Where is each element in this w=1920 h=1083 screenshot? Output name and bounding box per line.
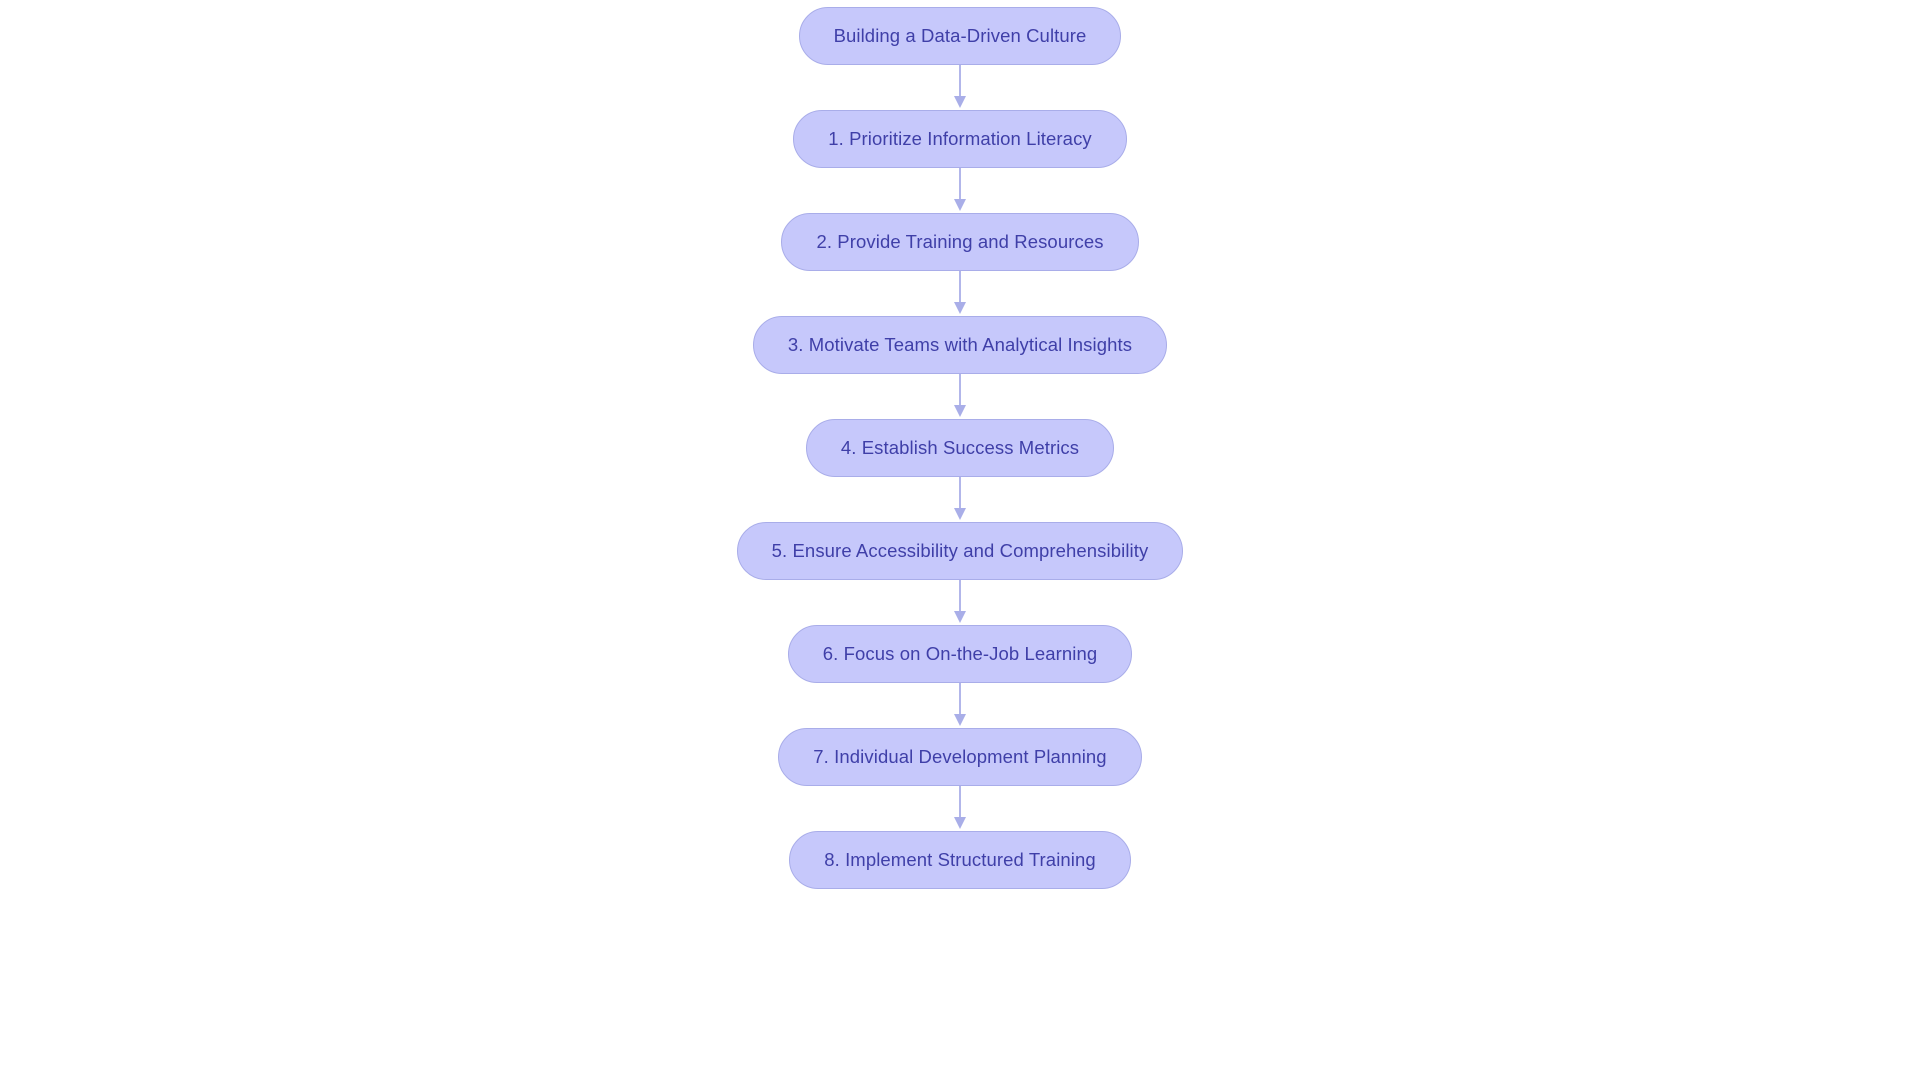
flow-arrow-n5-to-n6 bbox=[951, 580, 969, 625]
flow-arrow-n6-to-n7 bbox=[951, 683, 969, 728]
flow-node-label: 7. Individual Development Planning bbox=[813, 745, 1107, 767]
flow-arrow-n0-to-n1 bbox=[951, 65, 969, 110]
flow-arrow-n2-to-n3 bbox=[951, 271, 969, 316]
flow-node-building-a-data-driven-culture[interactable]: Building a Data-Driven Culture bbox=[798, 7, 1122, 65]
flow-arrow-n1-to-n2 bbox=[951, 168, 969, 213]
flow-node-label: 2. Provide Training and Resources bbox=[816, 230, 1104, 252]
flow-node-implement-structured-training[interactable]: 8. Implement Structured Training bbox=[789, 831, 1131, 889]
flow-node-ensure-accessibility-and-comprehensibility[interactable]: 5. Ensure Accessibility and Comprehensib… bbox=[736, 522, 1184, 580]
flow-arrow-n3-to-n4 bbox=[951, 374, 969, 419]
flow-arrow-n4-to-n5 bbox=[951, 477, 969, 522]
flow-node-prioritize-information-literacy[interactable]: 1. Prioritize Information Literacy bbox=[793, 110, 1127, 168]
flow-node-label: 4. Establish Success Metrics bbox=[840, 436, 1080, 458]
flow-node-motivate-teams-with-analytical-insights[interactable]: 3. Motivate Teams with Analytical Insigh… bbox=[752, 316, 1168, 374]
flow-node-label: 8. Implement Structured Training bbox=[824, 848, 1096, 870]
flow-node-provide-training-and-resources[interactable]: 2. Provide Training and Resources bbox=[781, 213, 1139, 271]
flow-node-label: 1. Prioritize Information Literacy bbox=[828, 127, 1092, 149]
flow-arrow-n7-to-n8 bbox=[951, 786, 969, 831]
flow-node-label: Building a Data-Driven Culture bbox=[833, 24, 1087, 46]
flow-node-label: 5. Ensure Accessibility and Comprehensib… bbox=[771, 539, 1149, 561]
flow-node-label: 3. Motivate Teams with Analytical Insigh… bbox=[787, 333, 1133, 355]
flow-node-label: 6. Focus on On-the-Job Learning bbox=[822, 642, 1098, 664]
flow-node-establish-success-metrics[interactable]: 4. Establish Success Metrics bbox=[805, 419, 1115, 477]
flow-node-individual-development-planning[interactable]: 7. Individual Development Planning bbox=[778, 728, 1142, 786]
flow-node-focus-on-on-the-job-learning[interactable]: 6. Focus on On-the-Job Learning bbox=[787, 625, 1133, 683]
